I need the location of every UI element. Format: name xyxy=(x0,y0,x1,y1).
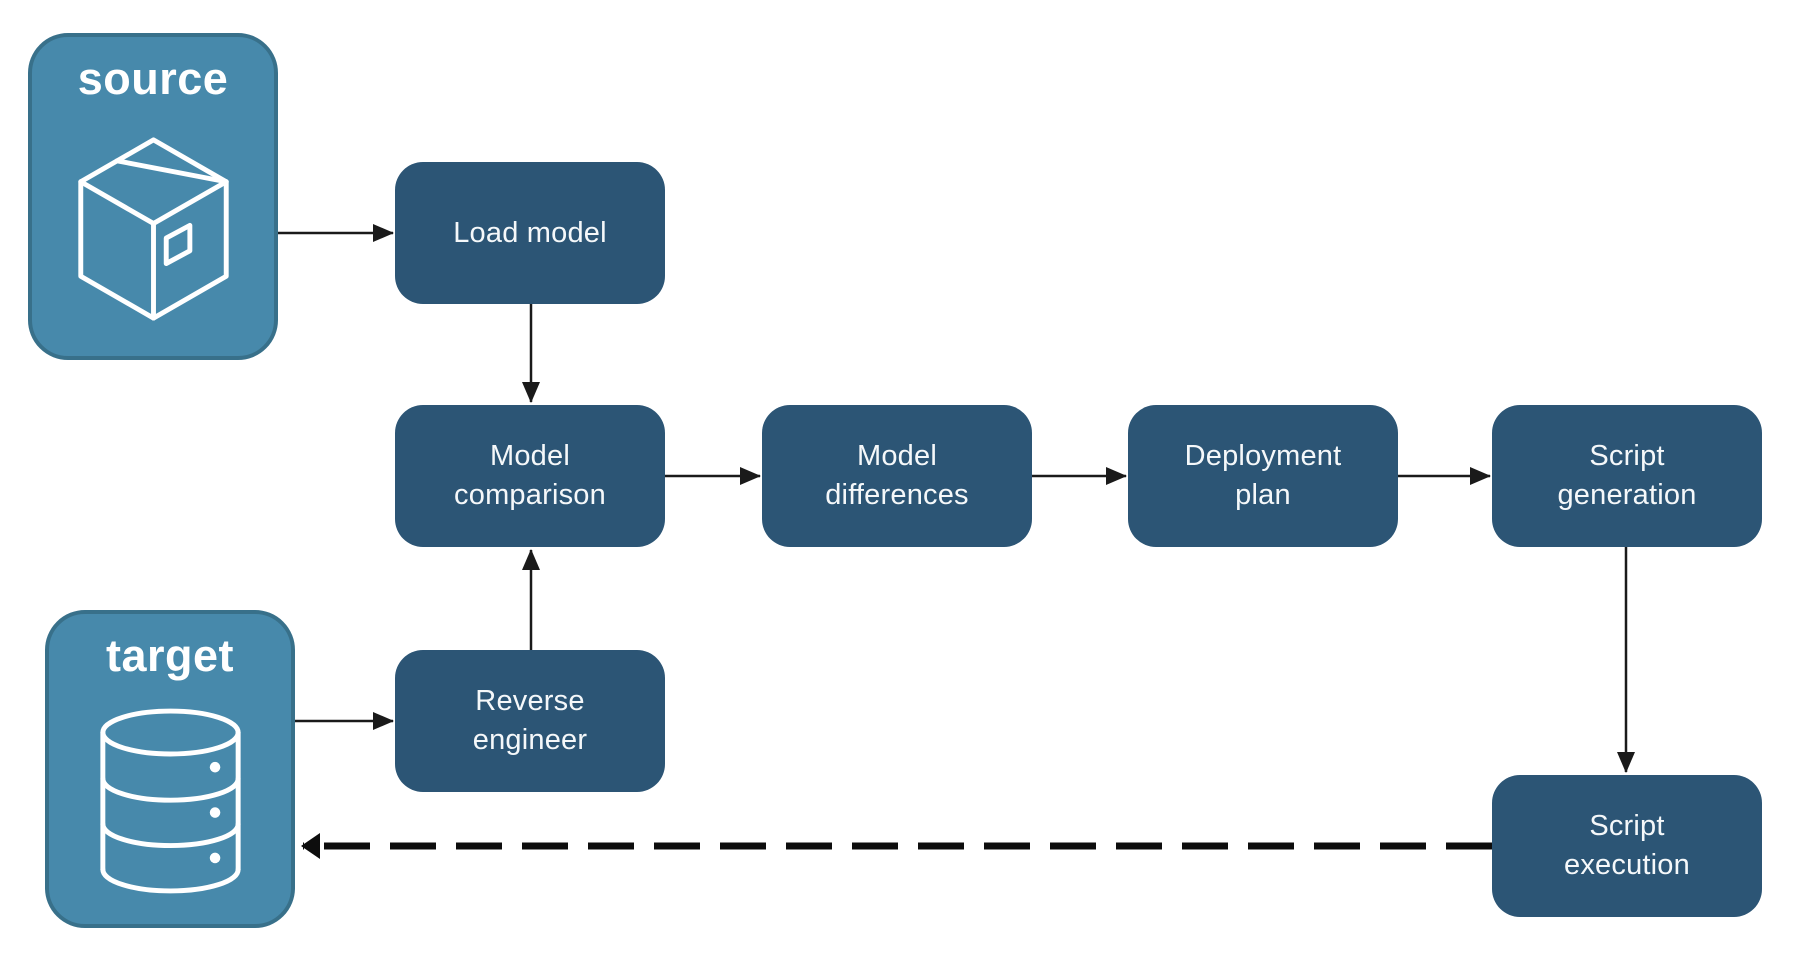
model-differences-label: Model differences xyxy=(825,440,969,511)
script-execution-label: Script execution xyxy=(1564,810,1690,881)
endpoint-source: source xyxy=(28,33,278,360)
node-script-execution: Script execution xyxy=(1492,775,1762,917)
endpoint-target: target xyxy=(45,610,295,928)
model-comparison-label: Model comparison xyxy=(454,440,606,511)
script-generation-label: Script generation xyxy=(1557,440,1697,511)
node-reverse-engineer: Reverse engineer xyxy=(395,650,665,792)
target-label: target xyxy=(105,630,235,681)
node-script-generation: Script generation xyxy=(1492,405,1762,547)
node-model-comparison: Model comparison xyxy=(395,405,665,547)
package-icon xyxy=(77,137,229,321)
reverse-engineer-label: Reverse engineer xyxy=(472,685,588,756)
database-icon xyxy=(99,708,241,894)
load-model-label: Load model xyxy=(453,216,607,249)
node-model-differences: Model differences xyxy=(762,405,1032,547)
deployment-plan-label: Deployment plan xyxy=(1184,440,1342,511)
node-load-model: Load model xyxy=(395,162,665,304)
node-deployment-plan: Deployment plan xyxy=(1128,405,1398,547)
source-label: source xyxy=(77,53,229,104)
